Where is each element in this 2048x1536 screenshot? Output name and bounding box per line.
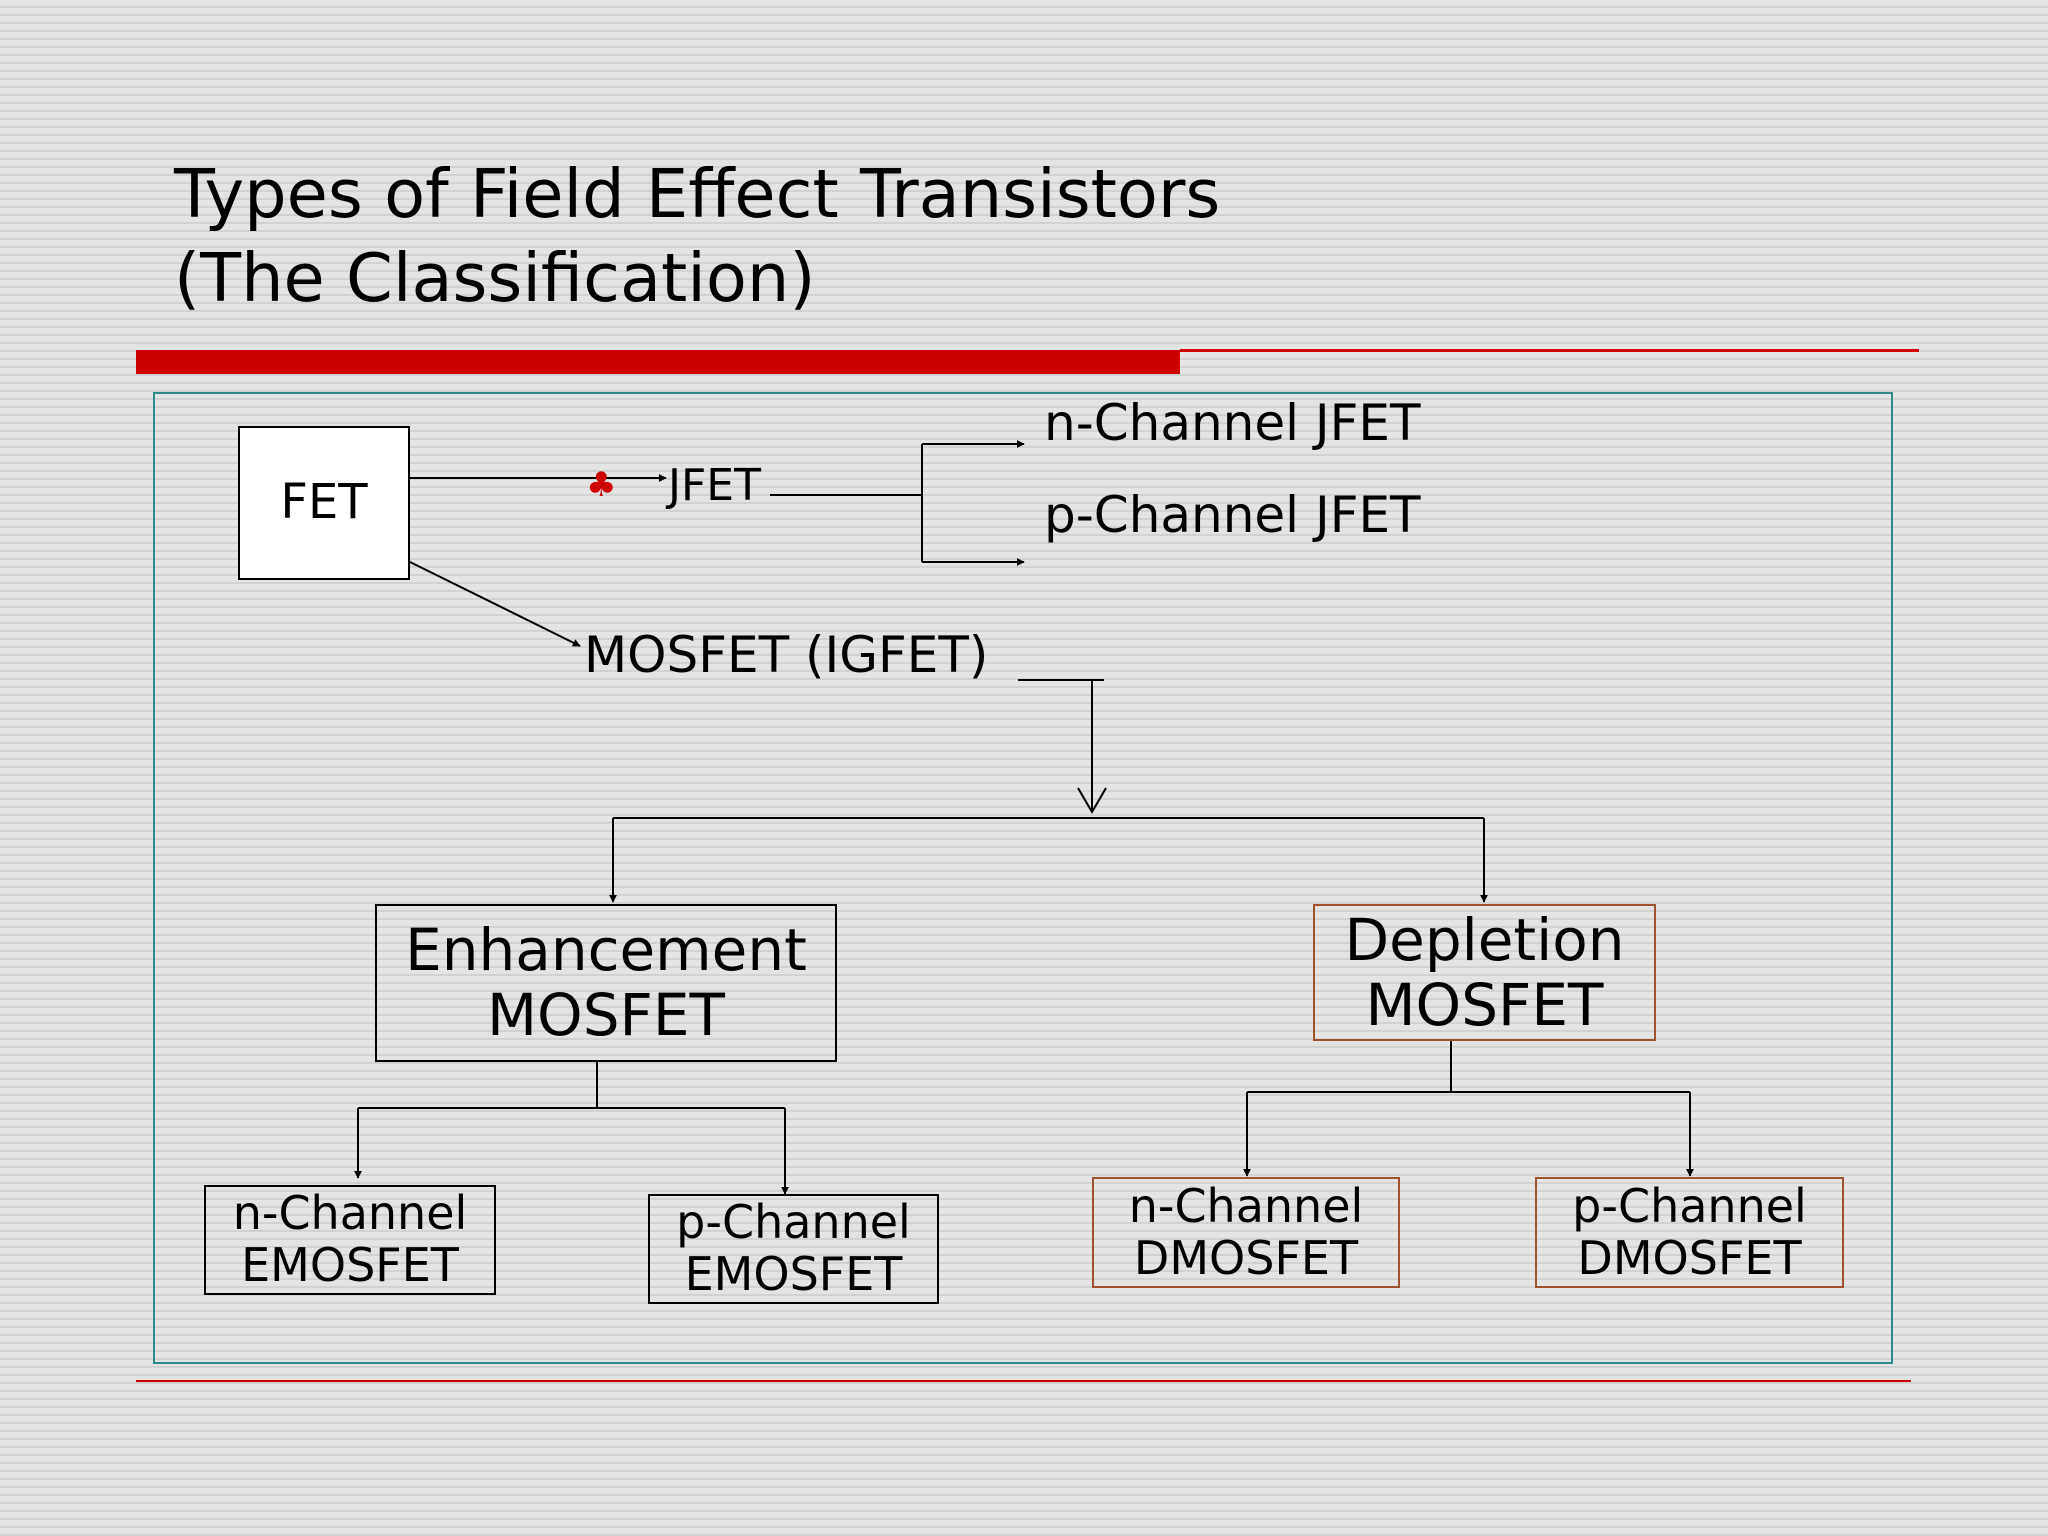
node-enhancement-mosfet: Enhancement MOSFET: [375, 904, 837, 1062]
node-depletion-mosfet: Depletion MOSFET: [1313, 904, 1656, 1041]
node-p-emosfet-line1: p-Channel: [676, 1195, 911, 1250]
node-depletion-line1: Depletion: [1344, 905, 1625, 974]
node-p-channel-dmosfet: p-Channel DMOSFET: [1535, 1177, 1844, 1288]
node-enhancement-line2: MOSFET: [487, 981, 725, 1049]
node-enhancement-line1: Enhancement: [405, 916, 807, 985]
edge-fet-mosfet: [409, 561, 581, 647]
node-n-emosfet-line2: EMOSFET: [241, 1238, 459, 1292]
node-n-channel-jfet: n-Channel JFET: [1044, 394, 1421, 452]
node-n-channel-emosfet: n-Channel EMOSFET: [204, 1185, 496, 1295]
node-p-dmosfet-line2: DMOSFET: [1577, 1230, 1802, 1285]
slide-title-line2: (The Classification): [174, 239, 816, 317]
club-icon: ♣: [586, 465, 617, 505]
title-rule-thin: [1180, 349, 1919, 352]
node-p-channel-emosfet: p-Channel EMOSFET: [648, 1194, 939, 1304]
node-fet-label: FET: [280, 474, 368, 531]
node-jfet: JFET: [668, 460, 761, 511]
node-n-channel-dmosfet: n-Channel DMOSFET: [1092, 1177, 1400, 1288]
node-p-emosfet-line2: EMOSFET: [684, 1247, 903, 1301]
node-n-emosfet-line1: n-Channel: [232, 1186, 468, 1241]
node-fet: FET: [238, 426, 410, 580]
node-depletion-line2: MOSFET: [1365, 970, 1604, 1039]
slide-title-line1: Types of Field Effect Transistors: [174, 155, 1221, 233]
edge-mosfet-chevron: [1077, 787, 1107, 814]
node-n-dmosfet-line1: n-Channel: [1128, 1178, 1364, 1233]
diagram-frame: [153, 392, 1893, 1364]
node-p-dmosfet-line1: p-Channel: [1572, 1178, 1807, 1233]
title-rule-thick: [136, 350, 1180, 374]
node-p-channel-jfet: p-Channel JFET: [1044, 486, 1421, 544]
footer-rule: [136, 1380, 1911, 1382]
node-mosfet-igfet: MOSFET (IGFET): [584, 626, 989, 684]
node-n-dmosfet-line2: DMOSFET: [1133, 1230, 1359, 1285]
